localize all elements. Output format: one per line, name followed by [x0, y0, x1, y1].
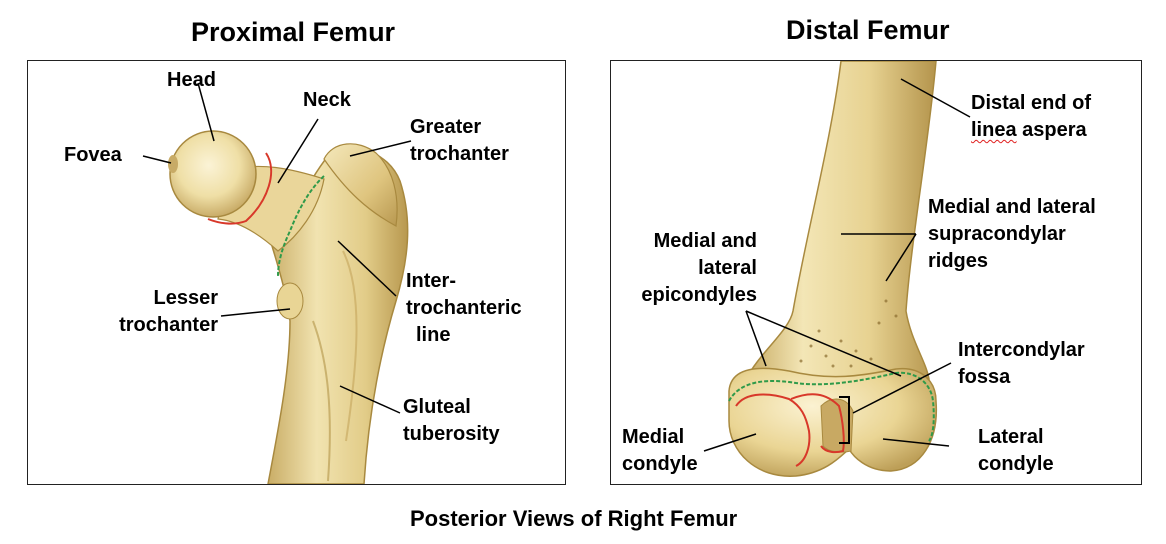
- label-intertrochanteric-line: Inter- trochanteric line: [406, 270, 522, 346]
- proximal-femur-panel: [27, 60, 566, 485]
- epicondyles-leader-medial: [745, 310, 767, 367]
- head-leader: [197, 82, 215, 142]
- label-distal-end-linea-aspera: Distal end of linea aspera: [971, 92, 1092, 141]
- label-epicondyles: Medial and lateral epicondyles: [641, 230, 757, 306]
- distal-femur-illustration: [703, 61, 971, 477]
- linea-aspera-leader: [900, 78, 971, 118]
- proximal-title: Proximal Femur: [191, 17, 396, 47]
- label-intercondylar-fossa: Intercondylar fossa: [958, 339, 1085, 388]
- greater-trochanter-leader: [349, 140, 412, 157]
- distal-femur-panel: [610, 60, 1142, 485]
- distal-title: Distal Femur: [786, 15, 950, 45]
- label-fovea: Fovea: [64, 144, 122, 166]
- label-lateral-condyle: Lateral condyle: [978, 426, 1054, 475]
- label-lesser-trochanter: Lesser trochanter: [119, 287, 218, 336]
- gluteal-tuberosity-leader: [339, 385, 401, 414]
- lateral-condyle-leader: [882, 438, 950, 447]
- label-greater-trochanter: Greater trochanter: [410, 116, 509, 165]
- label-neck: Neck: [303, 89, 351, 111]
- epicondyles-leader-lateral: [745, 310, 902, 377]
- label-gluteal-tuberosity: Gluteal tuberosity: [403, 396, 500, 445]
- label-supracondylar-ridges: Medial and lateral supracondylar ridges: [928, 196, 1096, 272]
- label-medial-condyle: Medial condyle: [622, 426, 698, 475]
- lesser-trochanter-leader: [220, 308, 291, 317]
- supracondylar-leader-lateral: [885, 233, 917, 282]
- intertrochanteric-leader: [337, 240, 397, 297]
- figure-caption: Posterior Views of Right Femur: [410, 506, 738, 531]
- neck-leader: [277, 118, 319, 184]
- proximal-femur-illustration: [142, 82, 412, 484]
- medial-condyle-leader: [703, 433, 757, 452]
- intercondylar-fossa-leader: [852, 362, 952, 414]
- label-head: Head: [167, 69, 216, 91]
- fovea-leader: [142, 155, 172, 164]
